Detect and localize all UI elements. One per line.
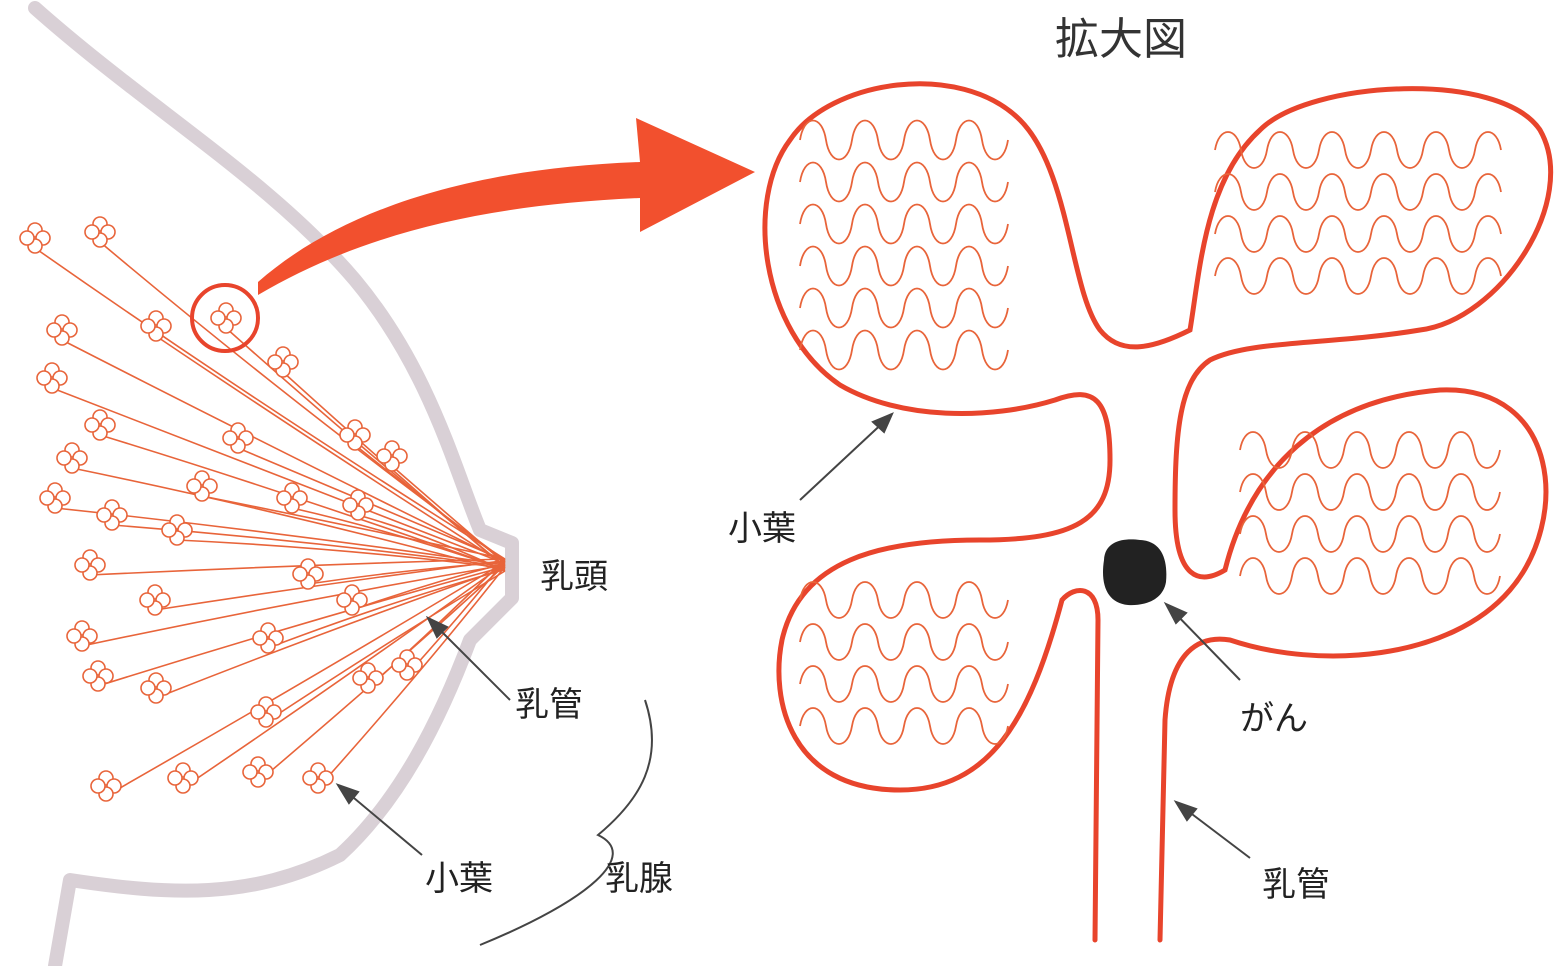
label-lobule-right: 小葉 xyxy=(728,512,796,546)
label-lobule-left: 小葉 xyxy=(425,862,493,896)
lobule-fold xyxy=(1215,174,1501,210)
label-duct-right: 乳管 xyxy=(1262,868,1330,902)
lobule xyxy=(83,661,113,691)
lobule xyxy=(293,559,323,589)
lobule xyxy=(57,443,87,473)
lobule-fold xyxy=(800,205,1008,244)
lobule-fold xyxy=(800,289,1008,328)
lobule xyxy=(337,585,367,615)
label-cancer: がん xyxy=(1240,702,1308,736)
lobule xyxy=(141,311,171,341)
duct-branch xyxy=(100,242,505,561)
lobule xyxy=(187,471,217,501)
title-enlarged-view: 拡大図 xyxy=(1055,18,1187,62)
lobule-fold xyxy=(800,247,1008,286)
lobule xyxy=(168,763,198,793)
lobule xyxy=(253,623,283,653)
lobule xyxy=(140,585,170,615)
lobule-fold xyxy=(800,666,1008,702)
lobule-fold xyxy=(1215,216,1501,252)
lobule-clusters xyxy=(20,217,422,801)
lobule xyxy=(223,423,253,453)
lobule-fold xyxy=(800,624,1008,660)
breast-outline xyxy=(35,8,512,966)
lobule-fold xyxy=(800,331,1008,370)
label-nipple: 乳頭 xyxy=(540,560,608,594)
lobule xyxy=(85,410,115,440)
lobule xyxy=(20,223,50,253)
lobule xyxy=(211,303,241,333)
enlarged-lobule-outline xyxy=(765,84,1551,940)
lobule xyxy=(277,483,307,513)
lobule-fold xyxy=(1215,258,1501,294)
lobule-fold xyxy=(800,163,1008,202)
cancer-mass xyxy=(1103,539,1166,605)
lobule xyxy=(243,757,273,787)
lobule-fold xyxy=(1240,516,1500,552)
label-duct-left: 乳管 xyxy=(515,688,583,722)
lobule xyxy=(47,315,77,345)
lobule xyxy=(67,621,97,651)
lobule xyxy=(91,771,121,801)
lobule xyxy=(85,217,115,247)
lobule xyxy=(251,697,281,727)
lobule xyxy=(37,363,67,393)
gland-brace xyxy=(480,700,652,945)
lobule xyxy=(141,673,171,703)
lobule-fold xyxy=(800,121,1008,160)
lobule xyxy=(392,650,422,680)
lobule-fold xyxy=(800,708,1008,744)
lobule-fold xyxy=(1240,474,1500,510)
magnify-arrow xyxy=(258,118,755,295)
lobule-fold xyxy=(800,582,1008,618)
pointer-lobule-right xyxy=(800,418,888,500)
lobule-fold xyxy=(1240,558,1500,594)
lobule-fold xyxy=(1215,132,1501,168)
lobule xyxy=(75,550,105,580)
lobule xyxy=(303,763,333,793)
lobule xyxy=(268,347,298,377)
label-mammary-gland: 乳腺 xyxy=(605,862,673,896)
